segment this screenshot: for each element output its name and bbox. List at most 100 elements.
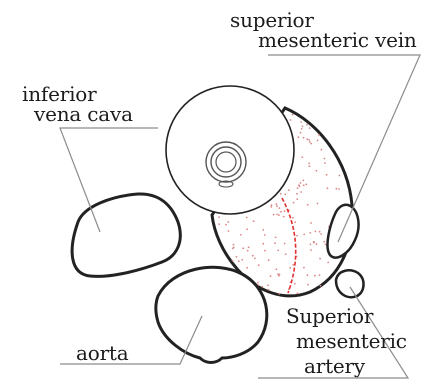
stipple-dot — [279, 207, 281, 209]
stipple-dot — [319, 231, 321, 233]
stipple-dot — [297, 187, 299, 189]
stipple-dot — [268, 259, 270, 261]
stipple-dot — [310, 222, 312, 224]
stipple-dot — [300, 182, 302, 184]
stipple-dot — [324, 162, 326, 164]
stipple-dot — [307, 274, 309, 276]
stipple-dot — [327, 262, 329, 264]
stipple-dot — [301, 128, 303, 130]
aorta-vessel — [156, 267, 267, 362]
stipple-dot — [321, 149, 323, 151]
stipple-dot — [227, 221, 229, 223]
label-sma-line2: mesenteric — [296, 331, 407, 351]
stipple-dot — [327, 187, 329, 189]
stipple-dot — [303, 267, 305, 269]
stipple-dot — [317, 140, 319, 142]
stipple-dot — [319, 274, 321, 276]
stipple-dot — [290, 119, 292, 121]
stipple-dot — [316, 243, 318, 245]
stipple-dot — [316, 170, 318, 172]
stipple-dot — [296, 235, 298, 237]
stipple-dot — [320, 285, 322, 287]
stipple-dot — [246, 267, 248, 269]
stipple-dot — [228, 230, 230, 232]
stipple-dot — [309, 141, 311, 143]
label-smv-line1: superior — [230, 10, 314, 30]
stipple-dot — [289, 267, 291, 269]
stipple-dot — [297, 292, 299, 294]
stipple-dot — [278, 214, 280, 216]
stipple-dot — [302, 180, 304, 182]
stipple-dot — [320, 233, 322, 235]
stipple-dot — [298, 184, 300, 186]
stipple-dot — [292, 114, 294, 116]
stipple-dot — [310, 143, 312, 145]
stipple-dot — [294, 221, 296, 223]
stipple-dot — [338, 188, 340, 190]
stipple-dot — [319, 258, 321, 260]
stipple-dot — [276, 268, 278, 270]
stipple-dot — [270, 206, 272, 208]
stipple-dot — [314, 275, 316, 277]
stipple-dot — [296, 198, 298, 200]
stipple-dot — [236, 256, 238, 258]
stipple-dot — [308, 139, 310, 141]
stipple-dot — [242, 247, 244, 249]
label-sma-line1: Superior — [286, 306, 373, 326]
stipple-dot — [292, 264, 294, 266]
large-circle-organ — [166, 86, 294, 214]
stipple-dot — [284, 210, 286, 212]
stipple-dot — [233, 247, 235, 249]
label-smv-line2: mesenteric vein — [258, 30, 417, 50]
stipple-dot — [313, 241, 315, 243]
stipple-dot — [310, 244, 312, 246]
stipple-dot — [253, 220, 255, 222]
label-ivc-line2: vena cava — [34, 104, 133, 124]
stipple-dot — [276, 205, 278, 207]
stipple-dot — [300, 121, 302, 123]
stipple-dot — [268, 289, 270, 291]
stipple-dot — [326, 174, 328, 176]
stipple-dot — [339, 175, 341, 177]
stipple-dot — [323, 241, 325, 243]
stipple-dot — [300, 191, 302, 193]
stipple-dot — [303, 184, 305, 186]
stipple-dot — [284, 194, 286, 196]
stipple-dot — [306, 138, 308, 140]
stipple-dot — [306, 124, 308, 126]
stipple-dot — [261, 286, 263, 288]
stipple-dot — [336, 188, 338, 190]
stipple-dot — [317, 203, 319, 205]
stipple-dot — [278, 293, 280, 295]
stipple-dot — [238, 260, 240, 262]
stipple-dot — [248, 246, 250, 248]
stipple-dot — [296, 193, 298, 195]
stipple-dot — [225, 224, 227, 226]
sma-vessel — [336, 270, 364, 297]
stipple-dot — [218, 223, 220, 225]
stipple-dot — [310, 249, 312, 251]
label-sma-line3: artery — [304, 356, 365, 376]
stipple-dot — [318, 134, 320, 136]
stipple-dot — [232, 260, 234, 262]
stipple-dot — [218, 216, 220, 218]
stipple-dot — [300, 132, 302, 134]
stipple-dot — [262, 229, 264, 231]
stipple-dot — [264, 234, 266, 236]
stipple-dot — [252, 255, 254, 257]
stipple-dot — [294, 283, 296, 285]
stipple-dot — [267, 284, 269, 286]
stipple-dot — [298, 136, 300, 138]
stipple-dot — [246, 228, 248, 230]
stipple-dot — [315, 231, 317, 233]
stipple-dot — [307, 204, 309, 206]
stipple-dot — [309, 232, 311, 234]
stipple-dot — [258, 264, 260, 266]
stipple-dot — [293, 202, 295, 204]
stipple-dot — [277, 250, 279, 252]
stipple-dot — [285, 253, 287, 255]
stipple-dot — [303, 137, 305, 139]
stipple-dot — [309, 165, 311, 167]
stipple-dot — [279, 274, 281, 276]
stipple-dot — [307, 284, 309, 286]
